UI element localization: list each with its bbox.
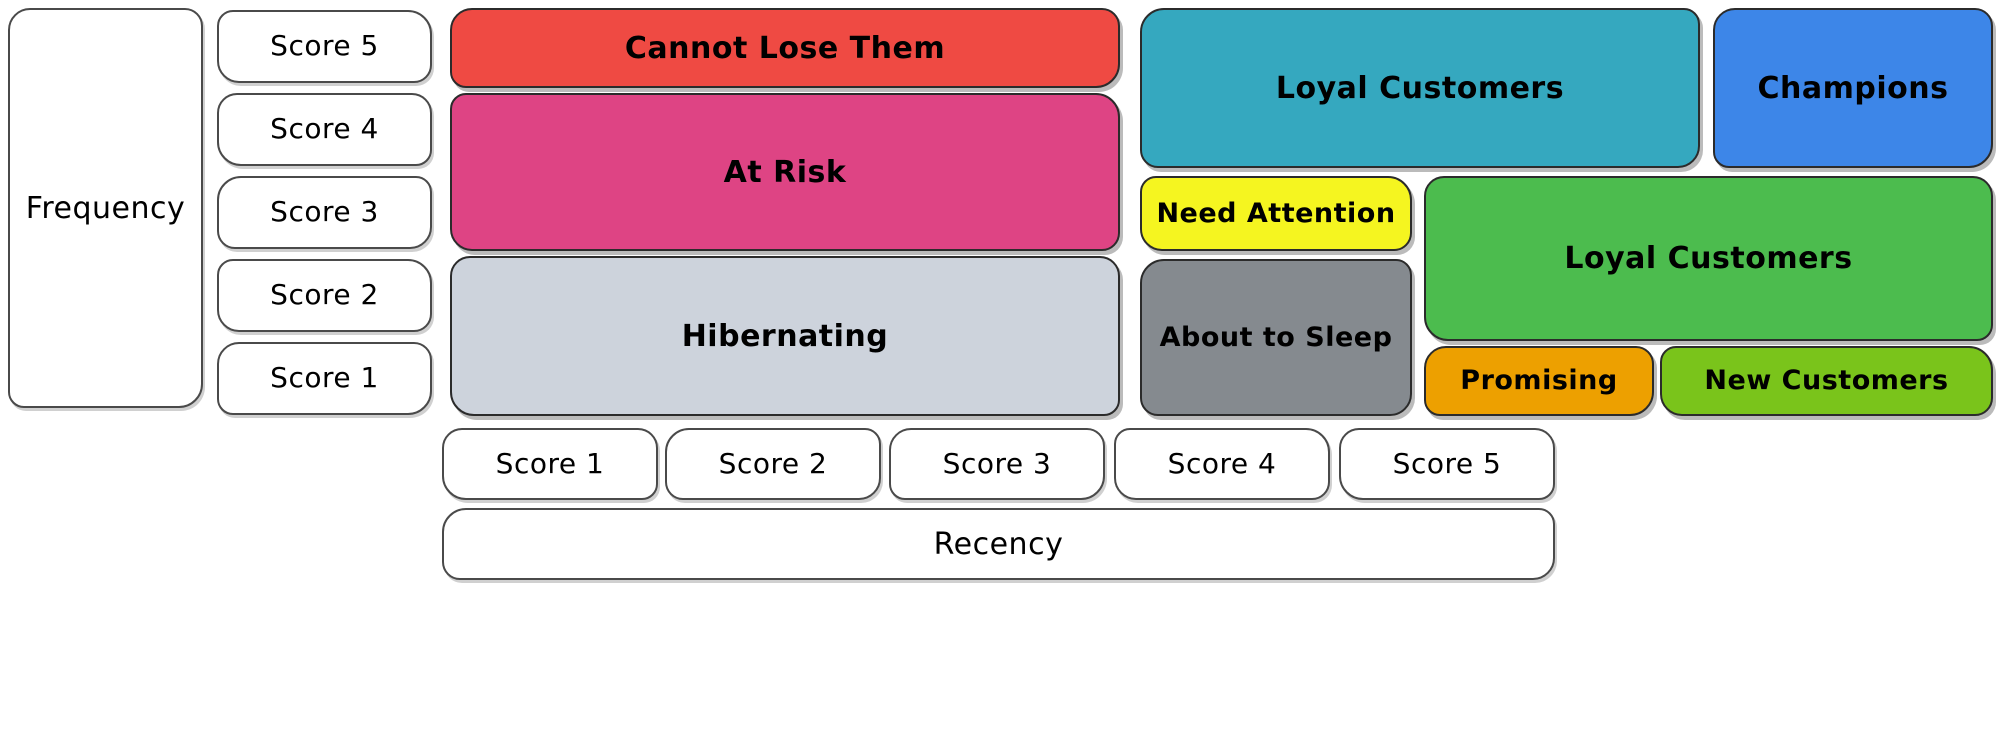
frequency-score-3: Score 3 [217,176,432,249]
segment-hibernating[interactable]: Hibernating [450,256,1120,416]
segment-loyal-customers-teal[interactable]: Loyal Customers [1140,8,1700,168]
segment-cannot-lose-them[interactable]: Cannot Lose Them [450,8,1120,88]
recency-score-2: Score 2 [665,428,881,500]
recency-score-3: Score 3 [889,428,1105,500]
frequency-axis-title: Frequency [8,8,203,408]
recency-axis-title: Recency [442,508,1555,580]
segment-promising[interactable]: Promising [1424,346,1654,416]
recency-score-5: Score 5 [1339,428,1555,500]
segment-loyal-customers-green[interactable]: Loyal Customers [1424,176,1993,341]
segment-champions[interactable]: Champions [1713,8,1993,168]
frequency-score-5: Score 5 [217,10,432,83]
frequency-score-1: Score 1 [217,342,432,415]
segment-new-customers[interactable]: New Customers [1660,346,1993,416]
recency-score-4: Score 4 [1114,428,1330,500]
segment-at-risk[interactable]: At Risk [450,93,1120,251]
frequency-score-2: Score 2 [217,259,432,332]
frequency-score-4: Score 4 [217,93,432,166]
segment-need-attention[interactable]: Need Attention [1140,176,1412,251]
segment-about-to-sleep[interactable]: About to Sleep [1140,259,1412,416]
recency-score-1: Score 1 [442,428,658,500]
